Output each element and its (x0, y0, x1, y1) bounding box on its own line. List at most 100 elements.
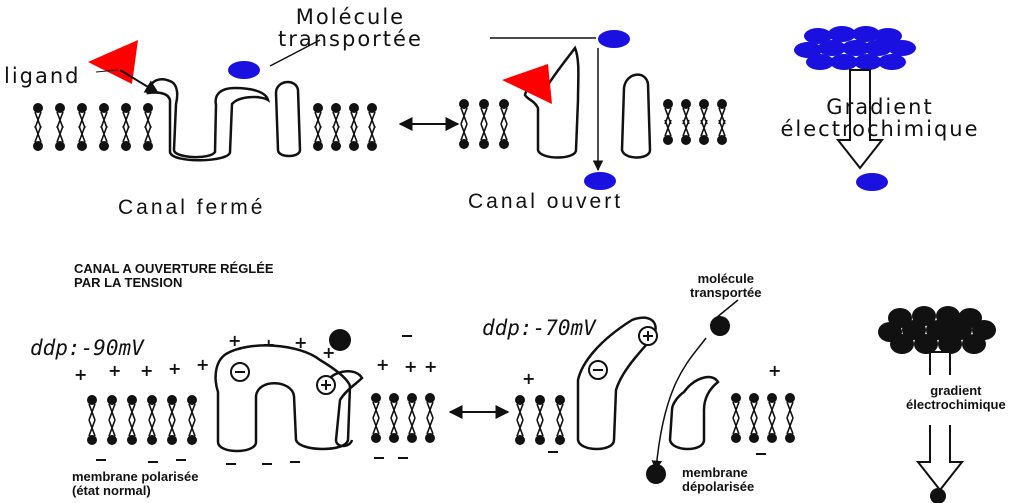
lipid-head (371, 393, 381, 403)
lipid-head (389, 433, 399, 443)
membrane-lipids-open-right (663, 99, 727, 145)
lipid-head (77, 103, 87, 113)
lipid-head (77, 141, 87, 151)
lipid-head (555, 395, 565, 405)
molecule-transported-label-bottom: molécule transportée (690, 272, 762, 300)
membrane-lipids-closed-right (313, 103, 377, 151)
lipid-head (187, 435, 197, 445)
lipid-head (785, 393, 795, 403)
lipid-head (187, 395, 197, 405)
gradient-label-bottom: gradient électrochimique (906, 384, 1006, 412)
membrane-lipids-open-left (459, 99, 509, 149)
lipid-head (731, 393, 741, 403)
lipid-head (699, 135, 709, 145)
lipid-head (389, 393, 399, 403)
molecule-cluster-bottom (878, 306, 996, 354)
lipid-head (663, 99, 673, 109)
lipid-head (33, 103, 43, 113)
lipid-head (767, 433, 777, 443)
molecule-dot (890, 334, 914, 354)
lipid-head (407, 393, 417, 403)
lipid-head (535, 395, 545, 405)
lipid-head (699, 99, 709, 109)
molecule-dot-depolarized-top (710, 316, 730, 336)
lipid-head (107, 435, 117, 445)
lipid-head (127, 395, 137, 405)
lipid-head (479, 139, 489, 149)
lipid-head (87, 395, 97, 405)
plus-charge: + (768, 361, 781, 380)
molecule-label-pointer-bottom (716, 300, 738, 318)
molecule-dot (828, 26, 856, 42)
lipid-head (371, 433, 381, 443)
depolarized-membrane-label: membrane dépolarisée (682, 466, 754, 494)
molecule-cluster-top (794, 26, 916, 70)
lipid-head (479, 99, 489, 109)
lipid-head (331, 141, 341, 151)
molecule-dot-closed (228, 61, 260, 79)
lipid-head (459, 99, 469, 109)
closed-channel-label: Canal fermé (118, 196, 265, 220)
membrane-lipids-closed-left (33, 103, 153, 151)
lipid-head (313, 103, 323, 113)
plus-charge: + (168, 359, 181, 378)
closed-channel-protein (148, 79, 268, 160)
gradient-label-top: Gradient électrochimique (730, 96, 1030, 140)
molecule-dot-gradient-bottom (930, 488, 946, 503)
lipid-head (349, 103, 359, 113)
open-channel-right-subunit (622, 75, 650, 158)
ddp-depolarized: ddp:-70mV (482, 316, 596, 340)
molecule-dot (962, 334, 986, 354)
molecule-dot-depolarized-bottom (646, 464, 666, 484)
lipid-head (767, 393, 777, 403)
lipid-head (349, 141, 359, 151)
lipid-head (127, 435, 137, 445)
voltage-channel-title: CANAL A OUVERTURE RÉGLÉE PAR LA TENSION (74, 262, 274, 290)
lipid-head (681, 99, 691, 109)
lipid-head (167, 435, 177, 445)
molecule-dot (864, 40, 892, 56)
molecule-dot (806, 54, 834, 70)
lipid-head (121, 103, 131, 113)
polarized-membrane-label: membrane polarisée (état normal) (72, 470, 198, 498)
lipid-head (147, 435, 157, 445)
lipid-head (107, 395, 117, 405)
lipid-head (99, 103, 109, 113)
plus-charge: + (522, 369, 535, 388)
lipid-head (731, 433, 741, 443)
lipid-head (55, 103, 65, 113)
lipid-head (459, 139, 469, 149)
lipid-head (425, 433, 435, 443)
lipid-head (681, 135, 691, 145)
lipid-head (407, 433, 417, 443)
molecule-dot-open-bottom (584, 172, 616, 190)
lipid-head (515, 395, 525, 405)
lipid-head (367, 141, 377, 151)
molecule-dot (888, 40, 916, 56)
membrane-lipids-polarized-right (371, 393, 435, 443)
lipid-head (313, 141, 323, 151)
ddp-polarized: ddp:-90mV (30, 336, 144, 360)
ligand-label: ligand (4, 64, 81, 88)
plus-charge: + (424, 357, 437, 376)
lipid-head (143, 103, 153, 113)
lipid-head (167, 395, 177, 405)
plus-charge: + (140, 361, 153, 380)
molecule-dot (830, 54, 858, 70)
open-channel-label: Canal ouvert (468, 190, 623, 214)
molecule-dot (854, 54, 882, 70)
lipid-head (147, 395, 157, 405)
molecule-dot-gradient-top (856, 173, 888, 191)
lipid-head (33, 141, 43, 151)
lipid-head (749, 433, 759, 443)
lipid-head (367, 103, 377, 113)
lipid-head (87, 435, 97, 445)
lipid-head (555, 435, 565, 445)
lipid-head (99, 141, 109, 151)
molecule-dot-polarized (329, 329, 351, 351)
molecule-dot (878, 54, 906, 70)
plus-charge: + (376, 355, 389, 374)
lipid-head (143, 141, 153, 151)
